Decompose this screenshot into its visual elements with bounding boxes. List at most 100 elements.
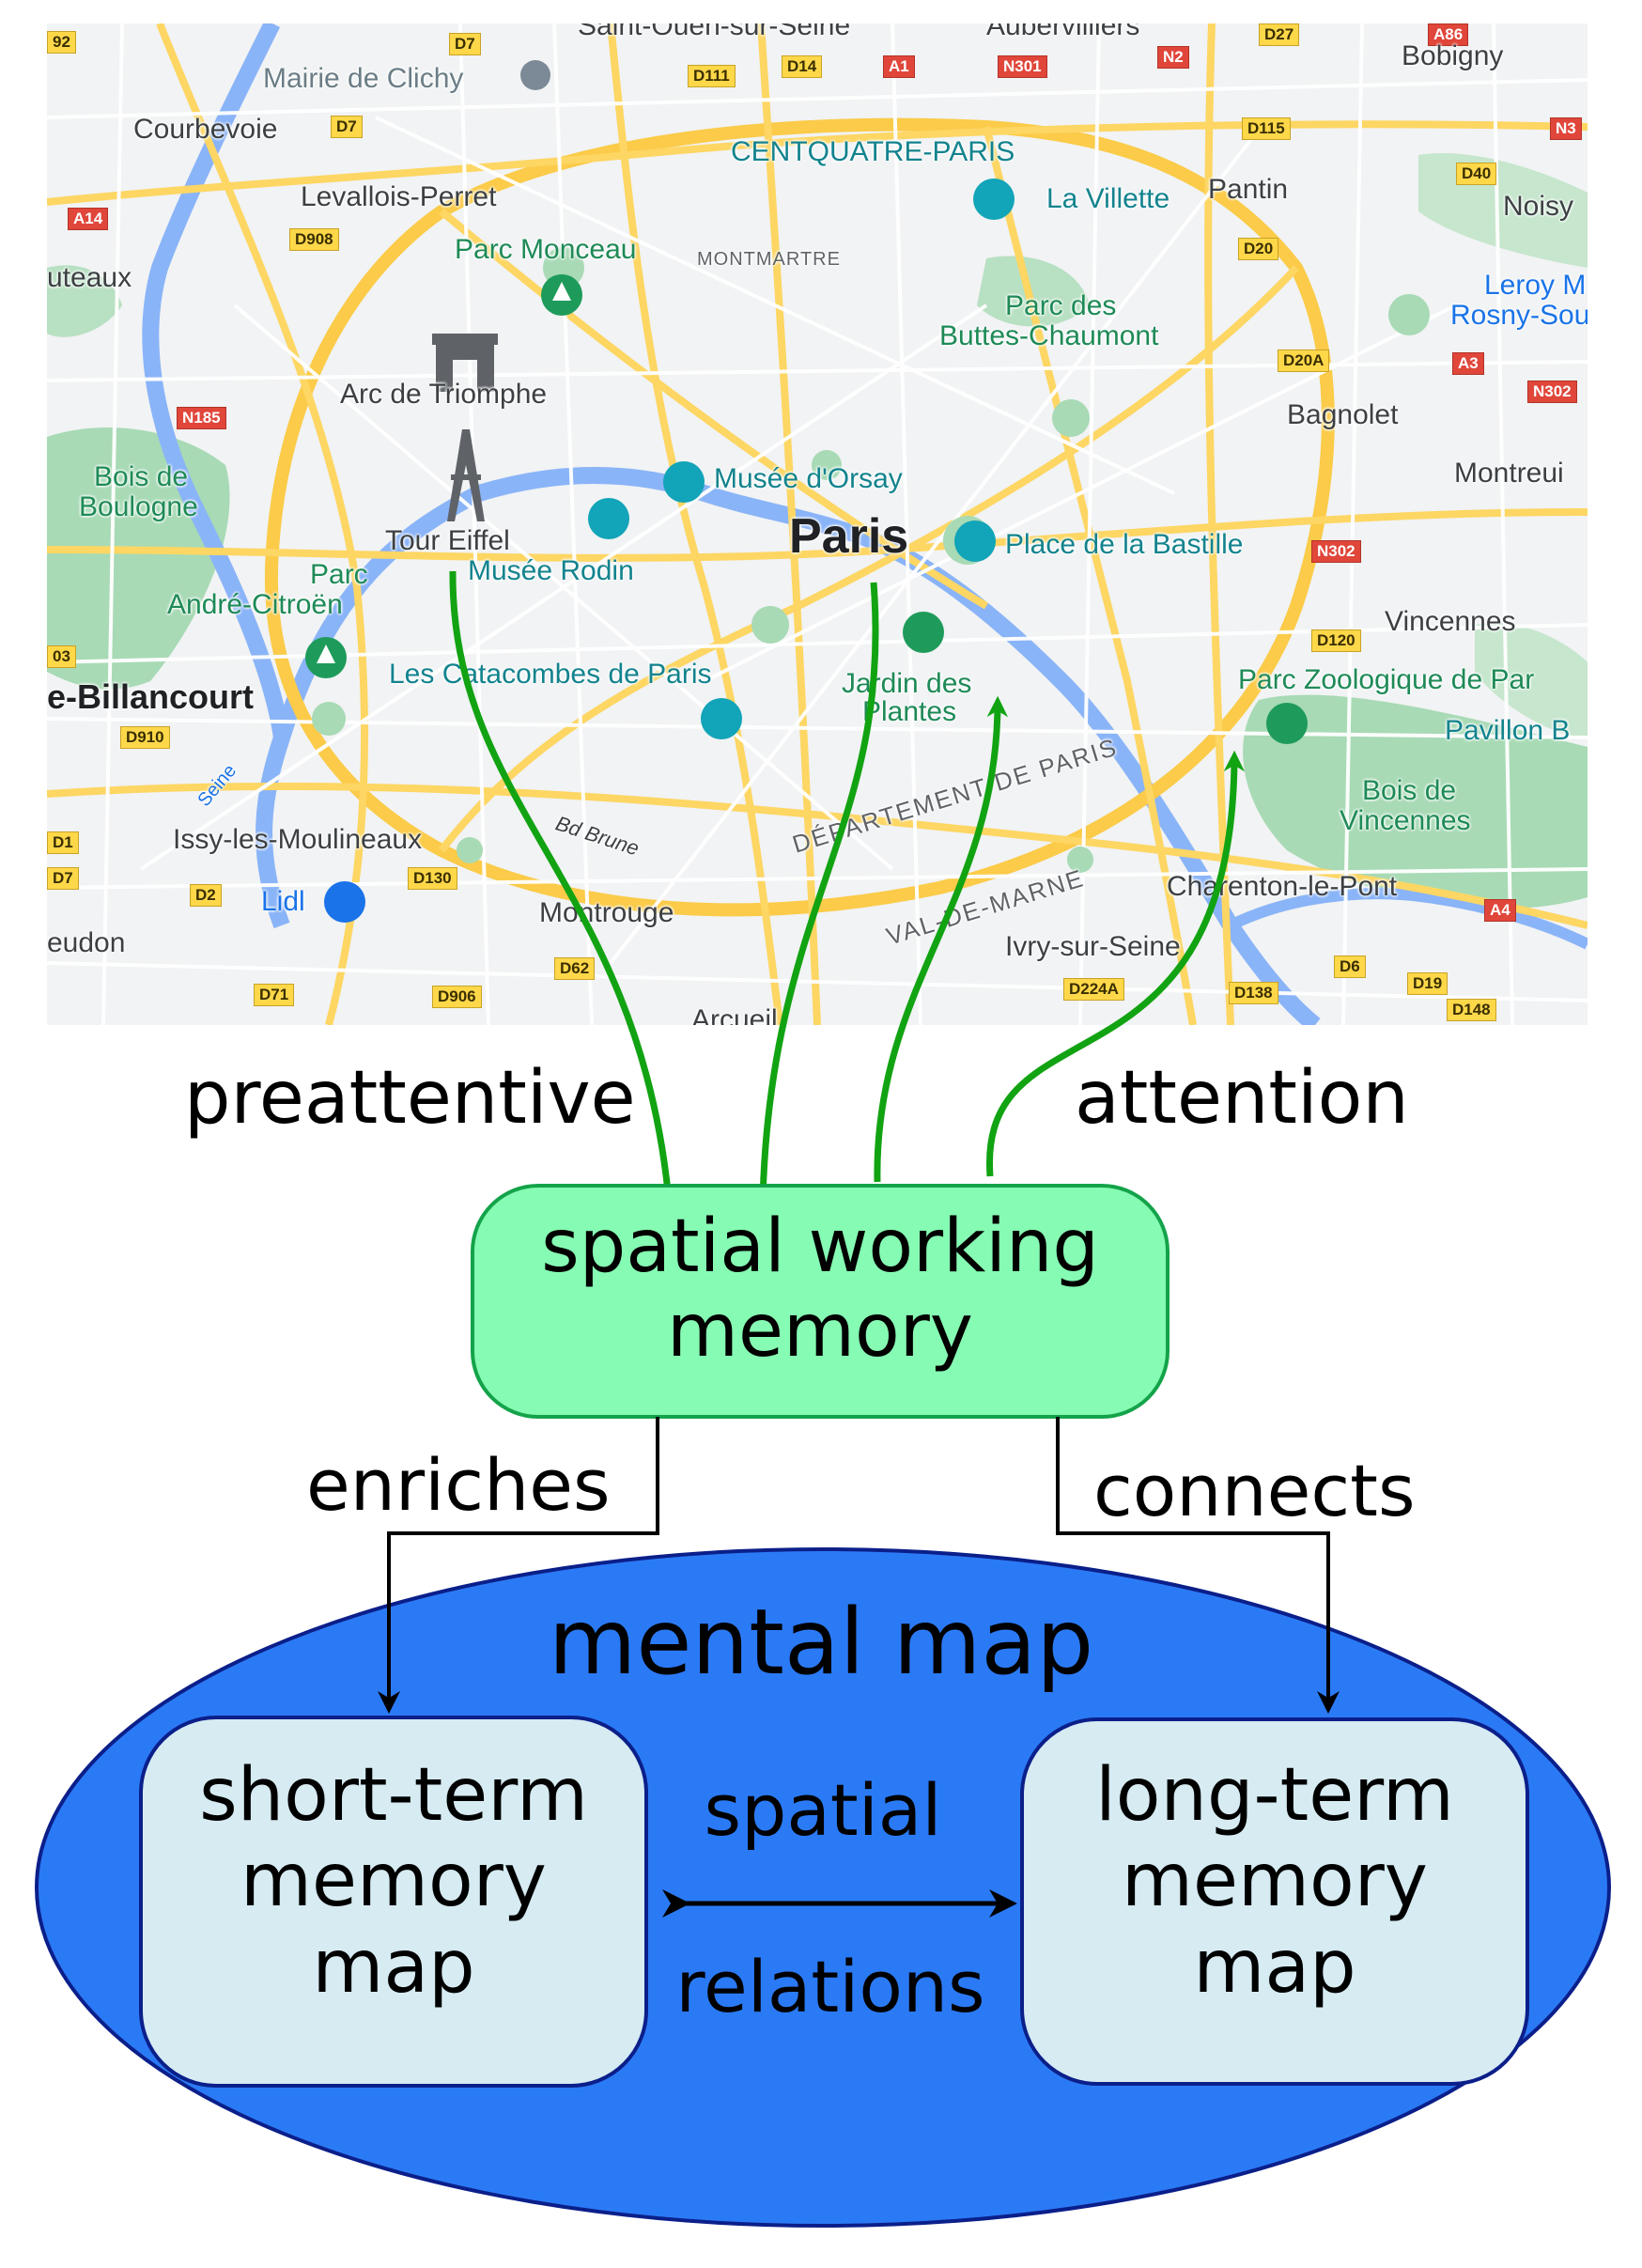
road-shield: D6 xyxy=(1334,955,1366,978)
map-place-label: e-Billancourt xyxy=(47,677,255,716)
road-shield: D71 xyxy=(254,984,295,1006)
road-shield: A14 xyxy=(68,208,109,230)
museum-icon xyxy=(663,461,705,503)
map-place-label: Noisy xyxy=(1503,191,1574,222)
map-place-label: Aubervilliers xyxy=(986,23,1140,41)
map-park-bois-de-vincennes xyxy=(1243,694,1588,909)
map-city-label: Paris xyxy=(789,509,909,564)
flower-icon xyxy=(903,612,944,653)
map-place-label: André-Citroën xyxy=(167,589,343,620)
road-shield: A86 xyxy=(1428,23,1469,46)
map-place-label: Arcueil xyxy=(691,1004,778,1025)
spatial-working-memory-text: spatial working memory xyxy=(472,1204,1168,1375)
map-place-label: Saint-Ouen-sur-Seine xyxy=(578,23,851,41)
short-term-memory-map-line: memory xyxy=(240,1839,547,1924)
map-place-label: Levallois-Perret xyxy=(301,181,497,212)
map-place-label: Place de la Bastille xyxy=(1005,529,1244,560)
relations-label: relations xyxy=(675,1945,985,2028)
map-place-label: Montreui xyxy=(1454,458,1564,489)
map-place-label: uteaux xyxy=(47,262,132,293)
map-place-label: Lidl xyxy=(261,886,305,917)
map-place-label: Charenton-le-Pont xyxy=(1167,871,1398,902)
attention-label: attention xyxy=(1075,1056,1409,1141)
preattentive-label: preattentive xyxy=(184,1056,636,1141)
long-term-memory-map-line: map xyxy=(1193,1924,1356,2010)
map-poi-layer xyxy=(305,60,1308,923)
map-park-left-strip xyxy=(47,265,122,337)
road-shield: N301 xyxy=(998,55,1047,78)
road-shield: 92 xyxy=(47,31,76,54)
road-shield: D138 xyxy=(1229,982,1278,1004)
map-place-label: Issy-les-Moulineaux xyxy=(173,824,423,855)
road-shield: D20 xyxy=(1238,238,1279,260)
road-shield: 03 xyxy=(47,645,76,668)
map-place-label: Bagnolet xyxy=(1287,399,1399,430)
tree-icon xyxy=(305,637,347,678)
road-shield: D111 xyxy=(688,65,736,87)
road-shield: D7 xyxy=(449,33,481,55)
map-place-label: Courbevoie xyxy=(133,114,278,145)
short-term-memory-map-box xyxy=(139,1716,648,2088)
enriches-connector xyxy=(378,1417,659,1714)
road-shield: N2 xyxy=(1157,46,1189,69)
road-shield: N302 xyxy=(1311,540,1361,563)
spatial-working-memory-box xyxy=(471,1184,1170,1419)
long-term-memory-map-line: long-term xyxy=(1095,1753,1454,1838)
mental-map-title: mental map xyxy=(548,1590,1094,1695)
map-place-label: Mairie de Clichy xyxy=(263,63,464,94)
map-place-label: Parc xyxy=(310,559,368,590)
road-shield: D2 xyxy=(190,884,222,907)
road-shield: A1 xyxy=(883,55,915,78)
map-place-label: Montrouge xyxy=(539,897,674,928)
enriches-label: enriches xyxy=(306,1443,611,1527)
map-place-label: Musée d'Orsay xyxy=(714,463,903,494)
map-place-label: Boulogne xyxy=(79,491,198,522)
map-place-label: Vincennes xyxy=(1340,805,1471,836)
museum-icon xyxy=(588,498,629,539)
map-place-label: Buttes-Chaumont xyxy=(939,320,1159,351)
preattentive-arrow xyxy=(449,570,679,1212)
long-term-memory-map-box xyxy=(1020,1717,1529,2086)
short-term-memory-map-line: short-term xyxy=(199,1753,588,1838)
map-place-label: eudon xyxy=(47,927,126,958)
castle-icon xyxy=(701,698,742,739)
connects-connector xyxy=(1056,1417,1340,1714)
road-shield: N3 xyxy=(1550,117,1582,140)
arc-de-triomphe-icon xyxy=(432,334,498,392)
map-place-label: Parc Zoologique de Par xyxy=(1238,664,1535,695)
connects-label: connects xyxy=(1093,1449,1416,1532)
map-place-label: Musée Rodin xyxy=(468,555,634,586)
road-shield: D14 xyxy=(782,55,823,78)
map-place-label: Ivry-sur-Seine xyxy=(1005,931,1181,962)
map-place-label: Jardin des xyxy=(842,668,972,699)
spatial-working-memory-line: memory xyxy=(667,1289,973,1375)
tree-icon xyxy=(541,274,582,316)
map-place-label: Leroy M xyxy=(1484,270,1587,301)
road-shield: D130 xyxy=(408,867,457,890)
road-shield: D40 xyxy=(1456,163,1497,185)
road-shield: D120 xyxy=(1311,629,1361,652)
long-term-memory-map-line: memory xyxy=(1122,1839,1428,1924)
map-park-buttes xyxy=(977,256,1090,327)
map-place-label: Rosny-Sous xyxy=(1450,300,1588,331)
map-place-label: Bois de xyxy=(94,461,189,492)
map-place-label: Vincennes xyxy=(1385,606,1516,637)
camera-icon xyxy=(954,520,996,562)
eiffel-tower-icon xyxy=(447,429,485,521)
map-place-label: Bobigny xyxy=(1402,40,1504,71)
attention-arrow xyxy=(874,695,1009,1183)
road-shield: A3 xyxy=(1452,352,1484,375)
museum-icon xyxy=(520,60,550,90)
museum-icon xyxy=(973,179,1015,220)
map-place-label: Arc de Triomphe xyxy=(340,379,548,410)
paw-icon xyxy=(1266,703,1308,744)
road-shield: D7 xyxy=(47,867,79,890)
road-shield: A4 xyxy=(1484,899,1516,922)
road-shield: D7 xyxy=(331,116,363,138)
map-place-label: Pavillon B xyxy=(1445,715,1571,746)
road-shield: D19 xyxy=(1407,972,1448,995)
road-shield: D910 xyxy=(120,726,170,749)
road-shield: D148 xyxy=(1447,999,1496,1021)
map-place-label: La Villette xyxy=(1046,183,1170,214)
